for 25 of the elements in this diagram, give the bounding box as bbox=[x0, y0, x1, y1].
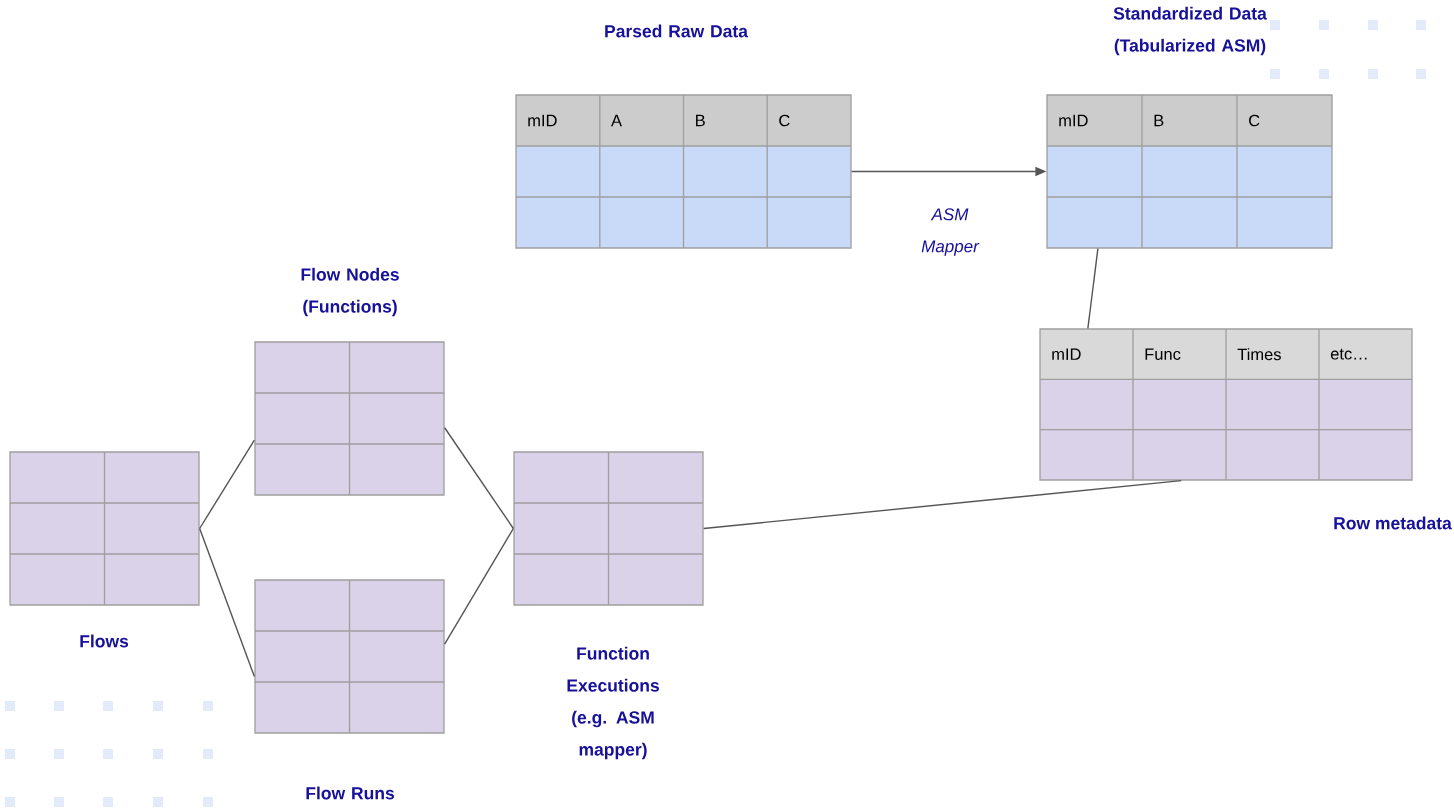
column-header: mID bbox=[1059, 114, 1088, 127]
table-title: Row metadata bbox=[1334, 516, 1452, 530]
connector-line bbox=[198, 527, 256, 678]
column-header: B bbox=[1154, 114, 1164, 127]
connector-line bbox=[1087, 247, 1099, 330]
table-title: Function Executions (e.g. ASM mapper) bbox=[567, 646, 659, 760]
connector-line bbox=[198, 439, 256, 530]
column-header: C bbox=[1249, 114, 1260, 127]
edge-label: ASM Mapper bbox=[921, 208, 980, 256]
column-header: B bbox=[696, 114, 705, 127]
table-title: Standardized Data (Tabularized ASM) bbox=[1113, 6, 1267, 56]
connector-line bbox=[443, 527, 515, 645]
table-title: Parsed Raw Data bbox=[605, 24, 749, 38]
column-header: Func bbox=[1145, 348, 1181, 360]
connector-line bbox=[702, 479, 1182, 530]
column-header: etc… bbox=[1330, 348, 1367, 360]
column-header: mID bbox=[528, 114, 557, 127]
table-title: Flow Runs bbox=[306, 786, 394, 800]
column-header: A bbox=[611, 114, 622, 127]
column-header: C bbox=[779, 114, 790, 127]
column-header: Times bbox=[1237, 348, 1281, 361]
column-header: mID bbox=[1052, 348, 1081, 360]
table-title: Flows bbox=[80, 634, 129, 648]
table-title: Flow Nodes (Functions) bbox=[301, 267, 399, 317]
connector-line bbox=[443, 427, 515, 530]
